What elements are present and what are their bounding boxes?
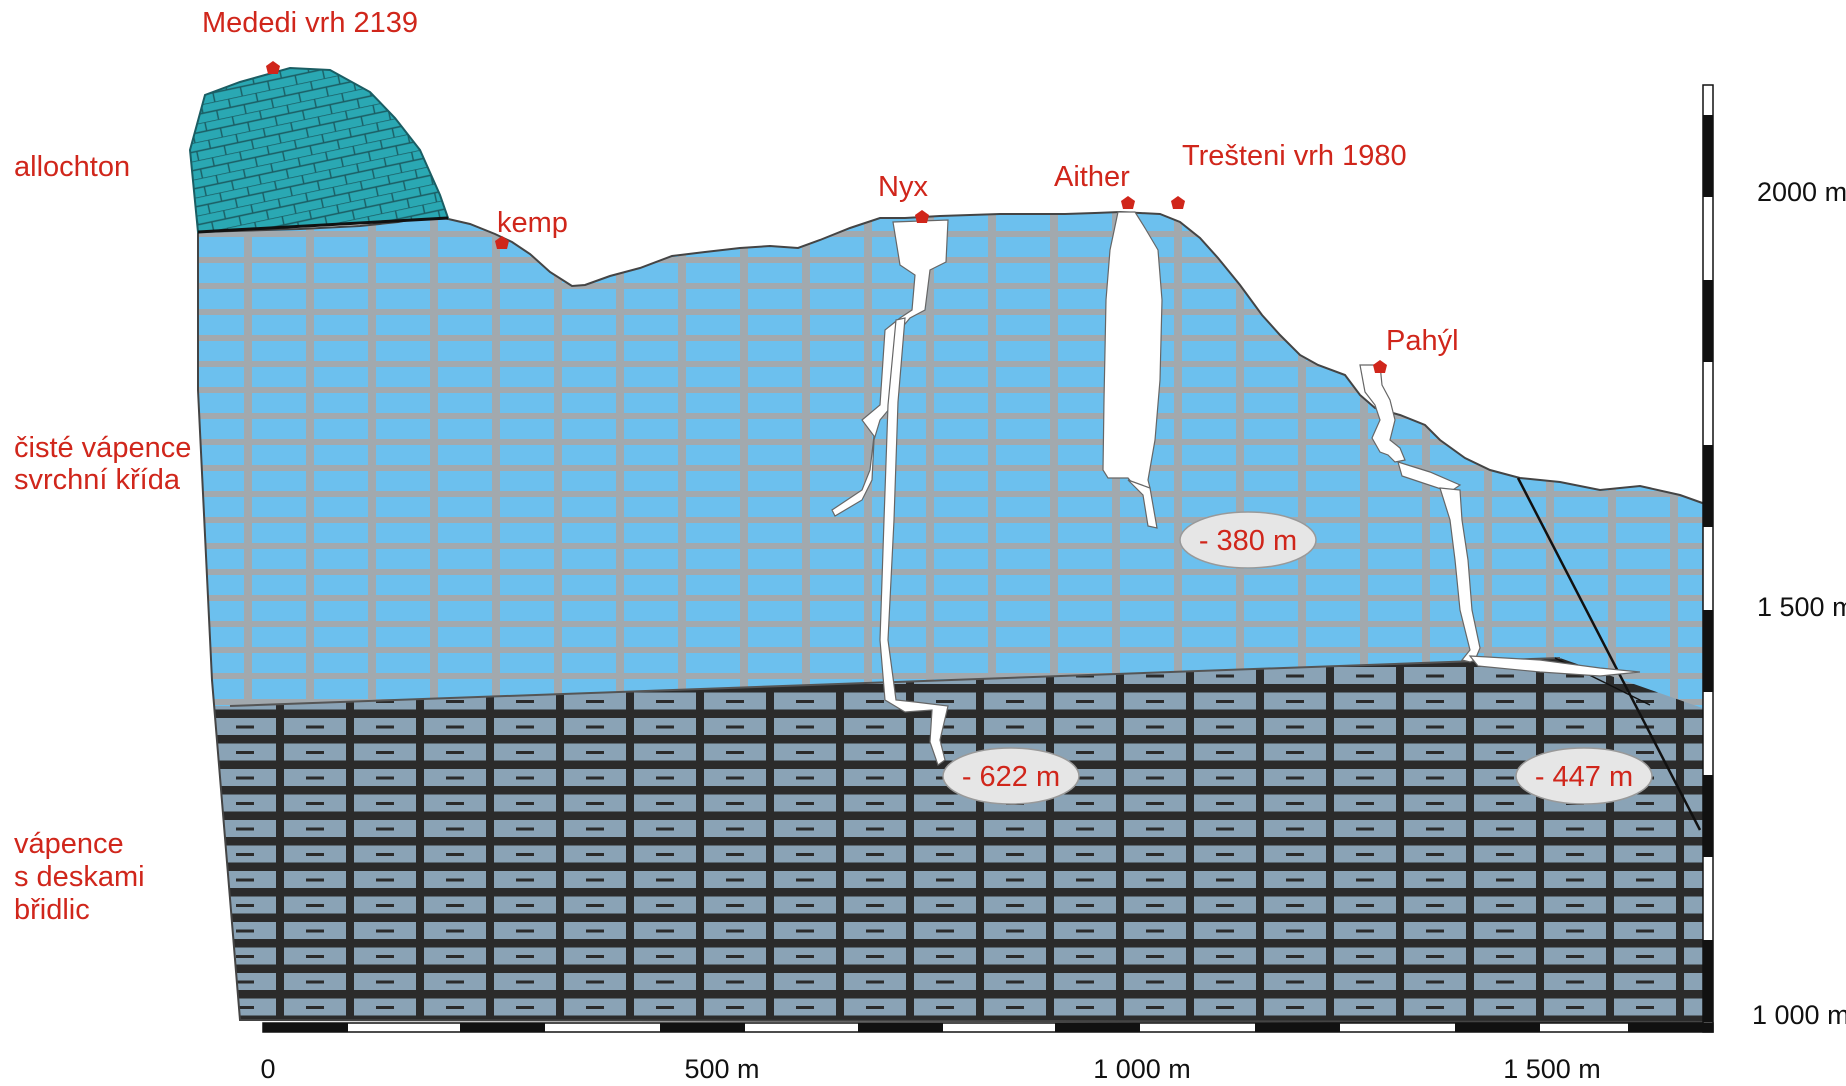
cave-pahyl <box>1359 364 1641 677</box>
label-aither: Aither <box>1054 161 1130 193</box>
marker-mededi-icon <box>266 61 280 74</box>
depth-badge-nyx: - 622 m <box>942 747 1080 805</box>
elevation-tick-2000: 2000 m <box>1757 177 1846 207</box>
distance-tick-1000: 1 000 m <box>1093 1054 1191 1084</box>
depth-badge-pahyl: - 447 m <box>1515 747 1653 805</box>
distance-tick-0: 0 <box>260 1054 275 1084</box>
layer-allochton-label: allochton <box>14 151 130 183</box>
depth-badge-aither: - 380 m <box>1179 511 1317 569</box>
marker-pahyl-icon <box>1373 360 1387 373</box>
label-pahyl: Pahýl <box>1386 325 1459 357</box>
allochton-block <box>188 66 450 234</box>
marker-aither-icon <box>1121 196 1135 209</box>
depth-aither-text: - 380 m <box>1199 525 1297 557</box>
layer-shale-label-1: vápence <box>14 828 124 860</box>
depth-pahyl-text: - 447 m <box>1535 761 1633 793</box>
elevation-scale-bar <box>1702 84 1714 1033</box>
marker-nyx-icon <box>915 210 929 223</box>
elevation-tick-1000: 1 000 m <box>1752 1000 1846 1030</box>
marker-kemp-icon <box>495 236 509 249</box>
depth-nyx-text: - 622 m <box>962 761 1060 793</box>
layer-shale-label-2: s deskami <box>14 861 145 893</box>
label-tresteni: Trešteni vrh 1980 <box>1182 140 1407 172</box>
elevation-tick-1500: 1 500 m <box>1757 592 1846 622</box>
peak-markers <box>266 61 1387 373</box>
cave-nyx <box>831 219 949 766</box>
label-nyx: Nyx <box>878 171 928 203</box>
layer-shale-label-3: břidlic <box>14 894 90 926</box>
layer-limestone-label-2: svrchní křída <box>14 464 181 496</box>
fault-line <box>1516 477 1702 831</box>
cave-aither <box>1102 211 1163 529</box>
distance-scale-bar <box>262 1022 1714 1033</box>
label-mededi: Mededi vrh 2139 <box>202 7 418 39</box>
distance-tick-1500: 1 500 m <box>1503 1054 1601 1084</box>
shale-limestone-layer <box>198 657 1708 1022</box>
marker-tresteni-icon <box>1171 196 1185 209</box>
label-kemp: kemp <box>497 207 568 239</box>
layer-limestone-label-1: čisté vápence <box>14 432 191 464</box>
distance-tick-500: 500 m <box>684 1054 759 1084</box>
